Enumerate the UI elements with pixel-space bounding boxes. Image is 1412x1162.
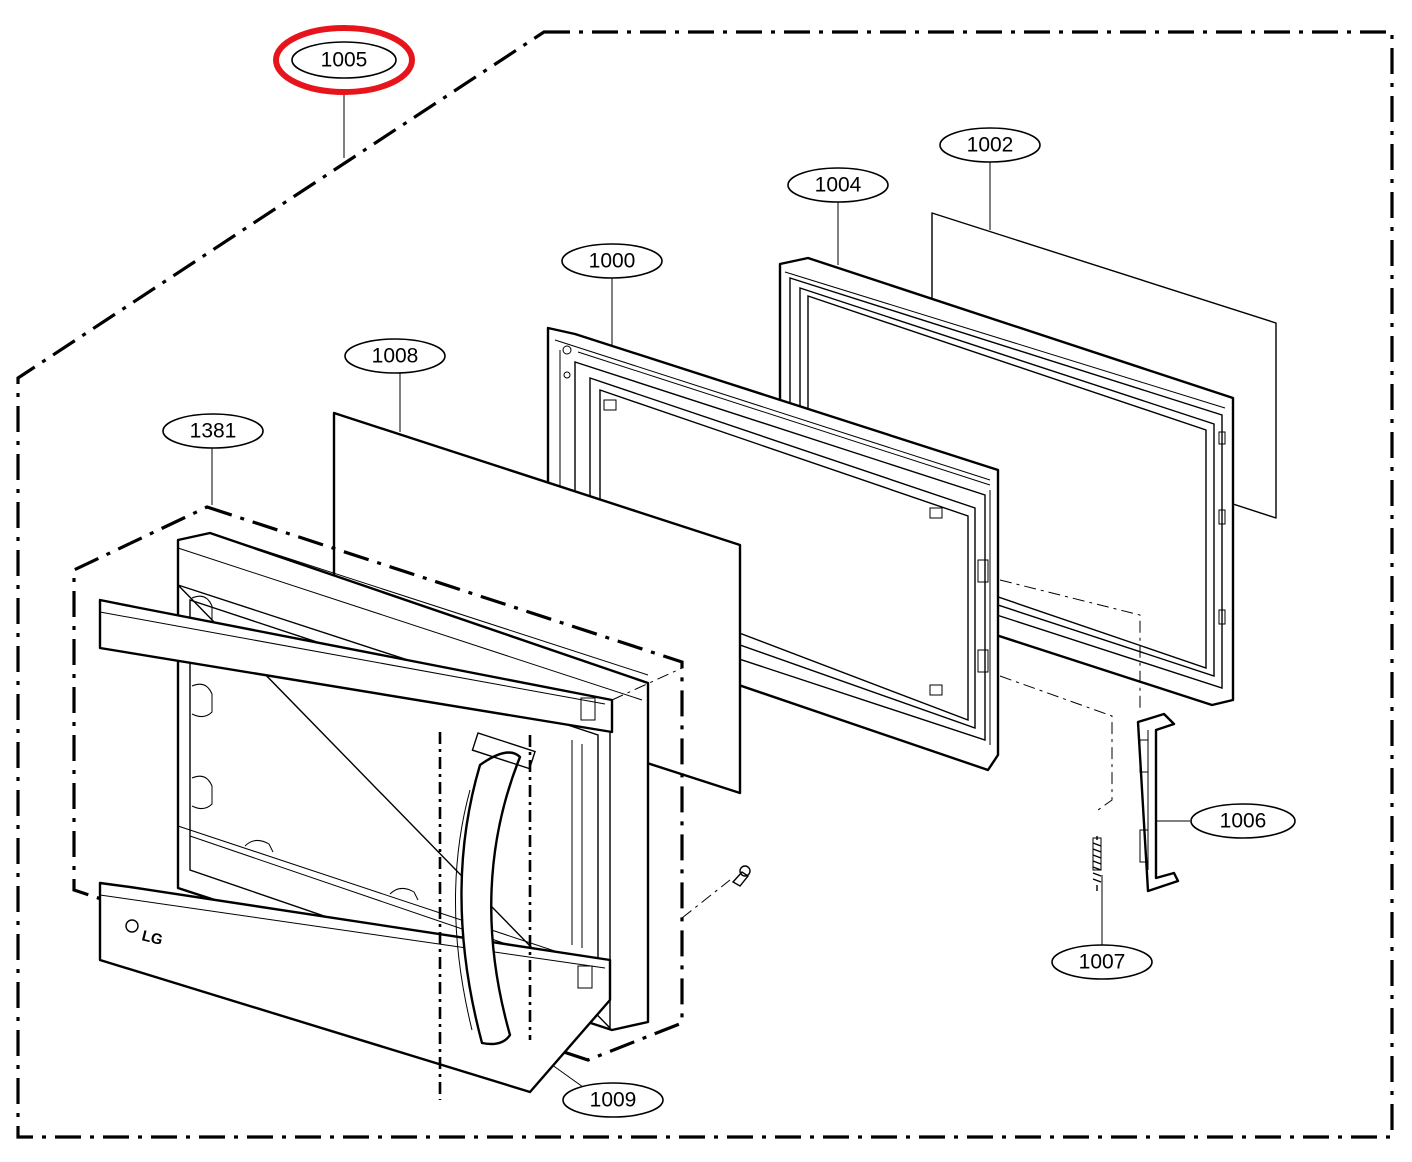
callout-1381: 1381 [162, 413, 264, 449]
part-1007-spring [1092, 836, 1102, 891]
callout-1004: 1004 [787, 167, 889, 203]
svg-text:1009: 1009 [590, 1089, 637, 1112]
svg-text:1004: 1004 [815, 174, 862, 197]
part-1006-latch-bracket [1136, 712, 1180, 893]
callout-1008: 1008 [344, 338, 446, 374]
part-1009-handle [455, 732, 536, 1046]
callout-1005: 1005 [273, 25, 415, 95]
svg-text:1000: 1000 [589, 250, 636, 273]
callout-1009: 1009 [562, 1082, 664, 1118]
callout-1006: 1006 [1190, 803, 1296, 839]
callout-1007: 1007 [1051, 944, 1153, 980]
callout-1000: 1000 [561, 243, 663, 279]
callout-1002: 1002 [939, 127, 1041, 163]
svg-text:1005: 1005 [321, 49, 368, 72]
assembly-boundary-1381 [72, 505, 684, 1062]
brand-logo: LG [140, 927, 164, 949]
svg-text:1006: 1006 [1220, 810, 1267, 833]
phantom-lines-handle [438, 667, 731, 1100]
svg-text:1002: 1002 [967, 134, 1014, 157]
phantom-lines-latch [999, 579, 1141, 811]
assembly-boundary-1005 [16, 30, 1394, 1139]
part-top-trim [98, 598, 614, 734]
leader-lines [211, 92, 1190, 1088]
lg-logo-icon [125, 919, 139, 933]
highlight-ring [273, 25, 415, 95]
svg-text:1008: 1008 [372, 345, 419, 368]
callouts: 1005 1002 1004 1000 1008 1381 1006 1007 [162, 25, 1296, 1118]
svg-text:1007: 1007 [1079, 951, 1126, 974]
part-screw [731, 865, 751, 887]
svg-text:1381: 1381 [190, 420, 237, 443]
